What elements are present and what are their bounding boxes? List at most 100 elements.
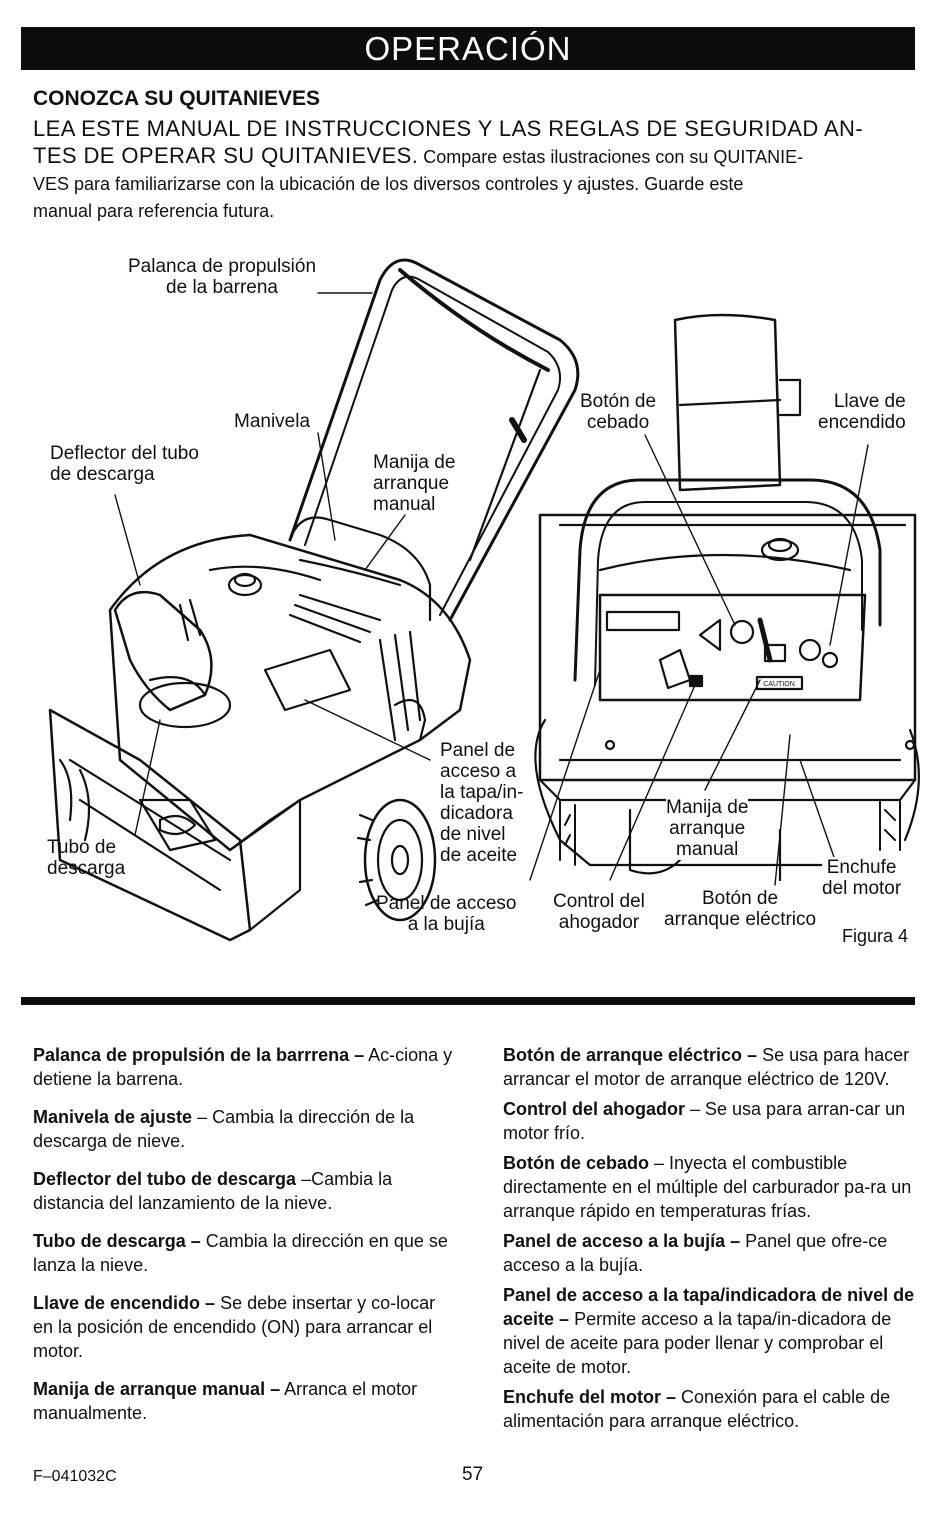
snowblower-illustration: CAUTION (48, 258, 920, 942)
desc-text: – Cambia la dirección de la descarga de … (33, 1107, 415, 1151)
desc-text: Se debe insertar y co-locar en la posici… (33, 1293, 436, 1361)
leader-boton-arranque (774, 734, 791, 886)
leader-manivela (317, 432, 336, 541)
intro-paragraph: LEA ESTE MANUAL DE INSTRUCCIONES Y LAS R… (33, 115, 913, 225)
figure-caption: Figura 4 (842, 926, 909, 946)
desc-text: Permite acceso a la tapa/in-dicadora de … (503, 1309, 892, 1377)
label-enchufe-line1: Enchufe (826, 857, 897, 878)
label-tubo-line1: Tubo de (47, 837, 117, 858)
label-deflector: Deflector del tubo de descarga (50, 443, 199, 485)
label-panel-tapa-line1: Panel de (440, 740, 516, 761)
label-boton-cebado: Botón de cebado (580, 391, 657, 433)
label-panel-tapa-line6: de aceite (440, 845, 518, 866)
label-panel-tapa-line5: de nivel (440, 824, 506, 845)
desc-text: Panel que ofre-ce acceso a la bujía. (503, 1231, 888, 1275)
label-panel-bujia-line1: Panel de acceso (376, 893, 517, 914)
desc-term: Llave de encendido – (33, 1293, 216, 1313)
leader-control (609, 684, 696, 881)
leader-llave (829, 444, 869, 646)
desc-text: Se usa para hacer arrancar el motor de a… (503, 1045, 910, 1089)
label-palanca-line1: Palanca de propulsión (128, 256, 317, 277)
desc-manivela: Manivela de ajuste – Cambia la dirección… (33, 1105, 453, 1153)
label-control-line2: ahogador (558, 912, 640, 933)
label-panel-tapa-aceite: Panel de acceso a la tapa/in- dicadora d… (440, 740, 523, 866)
desc-term: Palanca de propulsión de la barrrena – (33, 1045, 365, 1065)
label-manija-right-line2: arranque (669, 818, 746, 839)
leader-manija-left (364, 514, 406, 571)
right-machine: CAUTION (534, 313, 920, 882)
label-enchufe-line2: del motor (822, 878, 902, 899)
desc-text: Arranca el motor manualmente. (33, 1379, 418, 1423)
desc-text: Conexión para el cable de alimentación p… (503, 1387, 891, 1431)
callout-leaders (114, 292, 869, 886)
label-panel-tapa-line2: acceso a (440, 761, 517, 782)
leader-manija-right (704, 679, 761, 791)
label-llave-line2: encendido (818, 412, 906, 433)
leader-enchufe (799, 759, 836, 861)
desc-panel-bujia: Panel de acceso a la bujía – Panel que o… (503, 1229, 918, 1277)
descriptions-left-column: Palanca de propulsión de la barrrena – A… (33, 1043, 453, 1439)
leader-tubo (134, 719, 161, 836)
desc-boton-cebado: Botón de cebado – Inyecta el combustible… (503, 1151, 918, 1223)
desc-term: Panel de acceso a la tapa/indicadora de … (503, 1285, 915, 1329)
document-code: F–041032C (33, 1468, 117, 1485)
label-control-ahogador: Control del ahogador (553, 891, 645, 933)
label-control-line1: Control del (553, 891, 645, 912)
intro-line-1: LEA ESTE MANUAL DE INSTRUCCIONES Y LAS R… (33, 116, 864, 141)
label-panel-bujia-line2: a la bujía (407, 914, 485, 935)
desc-boton-arranque: Botón de arranque eléctrico – Se usa par… (503, 1043, 918, 1091)
desc-manija: Manija de arranque manual – Arranca el m… (33, 1377, 453, 1425)
label-palanca-line2: de la barrena (166, 277, 278, 298)
label-manija-left-line1: Manija de (373, 452, 456, 473)
desc-term: Control del ahogador (503, 1099, 685, 1119)
snowblower-figure: CAUTION (0, 240, 950, 980)
page-number: 57 (462, 1464, 484, 1485)
intro-line-4: manual para referencia futura. (33, 201, 275, 221)
desc-text: Ac-ciona y detiene la barrena. (33, 1045, 453, 1089)
desc-term: Manivela de ajuste (33, 1107, 193, 1127)
label-manija-left-line3: manual (373, 494, 436, 515)
desc-term: Enchufe del motor – (503, 1387, 677, 1407)
desc-palanca: Palanca de propulsión de la barrrena – A… (33, 1043, 453, 1091)
label-panel-tapa-line3: la tapa/in- (440, 782, 524, 803)
intro-text-2: Compare estas ilustraciones con su QUITA… (418, 147, 804, 167)
label-palanca-propulsion: Palanca de propulsión de la barrena (128, 256, 316, 298)
desc-text: – Inyecta el combustible directamente en… (503, 1153, 912, 1221)
section-divider (21, 997, 915, 1005)
label-manija-right-line1: Manija de (666, 797, 749, 818)
caution-plate-text: CAUTION (763, 681, 795, 688)
desc-enchufe: Enchufe del motor – Conexión para el cab… (503, 1385, 918, 1433)
leader-deflector (114, 494, 141, 586)
label-manija-arranque-left: Manija de arranque manual (373, 452, 455, 515)
label-llave-line1: Llave de (833, 391, 906, 412)
desc-term: Deflector del tubo de descarga (33, 1169, 297, 1189)
page-banner: OPERACIÓN (21, 27, 915, 70)
label-manivela: Manivela (234, 411, 310, 432)
label-tubo-line2: descarga (47, 858, 126, 879)
label-deflector-line2: de descarga (50, 464, 155, 485)
label-boton-cebado-line2: cebado (586, 412, 650, 433)
label-boton-arranque-line1: Botón de (702, 888, 779, 909)
desc-deflector: Deflector del tubo de descarga –Cambia l… (33, 1167, 453, 1215)
desc-panel-tapa: Panel de acceso a la tapa/indicadora de … (503, 1283, 918, 1379)
section-title: CONOZCA SU QUITANIEVES (33, 87, 321, 110)
descriptions-right-column: Botón de arranque eléctrico – Se usa par… (503, 1043, 918, 1439)
left-machine (48, 258, 580, 942)
desc-llave: Llave de encendido – Se debe insertar y … (33, 1291, 453, 1363)
leader-boton-cebado (644, 434, 736, 626)
desc-text: Cambia la dirección en que se lanza la n… (33, 1231, 448, 1275)
label-deflector-line1: Deflector del tubo (50, 443, 199, 464)
desc-term: Manija de arranque manual – (33, 1379, 281, 1399)
label-panel-bujia: Panel de acceso a la bujía (376, 893, 517, 935)
intro-caps-2: TES DE OPERAR SU QUITANIEVES. (33, 143, 419, 168)
intro-line-2: TES DE OPERAR SU QUITANIEVES. Compare es… (33, 142, 913, 171)
label-boton-cebado-line1: Botón de (580, 391, 657, 412)
intro-line-3: VES para familiarizarse con la ubicación… (33, 174, 744, 194)
desc-control-ahogador: Control del ahogador – Se usa para arran… (503, 1097, 918, 1145)
desc-text: – Se usa para arran-car un motor frío. (503, 1099, 906, 1143)
desc-text: –Cambia la distancia del lanzamiento de … (33, 1169, 393, 1213)
label-boton-arranque-line2: arranque eléctrico (664, 909, 817, 930)
banner-title: OPERACIÓN (364, 30, 572, 67)
label-boton-arranque-electrico: Botón de arranque eléctrico (664, 888, 816, 930)
leader-panel-tapa (304, 699, 431, 761)
